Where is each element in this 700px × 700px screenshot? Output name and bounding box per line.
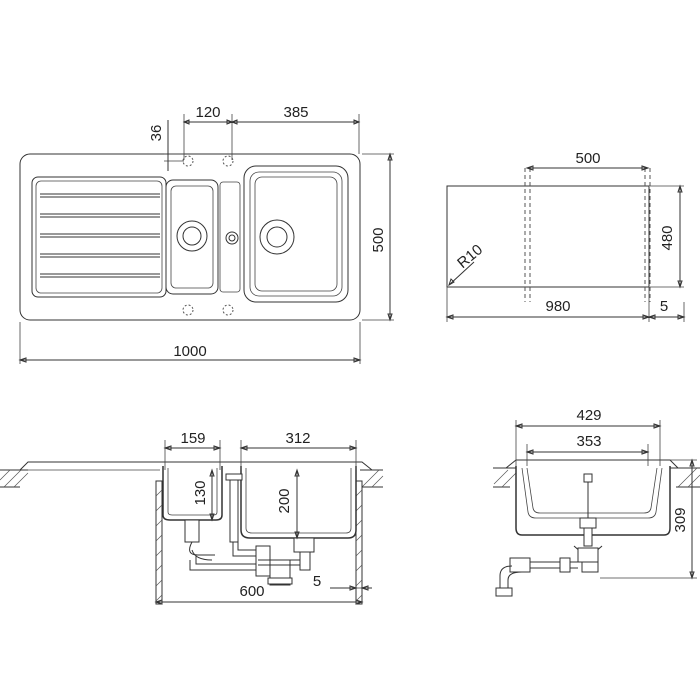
dimension-429-353: 429 353	[514, 407, 662, 466]
drainer-grooves	[40, 193, 160, 278]
dimension-cutout-980: 980	[545, 298, 570, 315]
overflow-strip	[219, 181, 241, 293]
dimension-600-label: 600	[239, 583, 264, 600]
dimension-385: 385	[283, 104, 308, 121]
cutout-outline	[446, 185, 650, 288]
dimension-1000-width: 1000	[18, 322, 362, 364]
sink-outline	[19, 153, 361, 321]
side-bowl-section	[515, 466, 671, 536]
small-bowl-waste	[184, 519, 215, 561]
countertop-left	[0, 469, 29, 488]
small-bowl	[165, 179, 219, 295]
cutout-view: 500 480 R10 980 5	[445, 150, 686, 322]
dimension-cutout-480: 480	[659, 225, 676, 250]
top-view: 120 385 36 500 1000	[18, 104, 394, 364]
front-section-view: 159 312 130 200 5 600	[0, 430, 384, 605]
dimension-cutout-5: 5	[660, 298, 668, 315]
dimension-130: 130	[192, 468, 215, 522]
side-waste-outlet	[495, 557, 578, 597]
dimension-312: 312	[285, 430, 310, 447]
cutout-radius-label: R10	[454, 241, 486, 272]
dimension-130-label: 130	[192, 480, 209, 505]
large-bowl-drain	[259, 219, 295, 255]
dimension-120: 120	[195, 104, 220, 121]
dimension-5-front: 5	[313, 573, 372, 591]
dimension-36: 36	[148, 120, 184, 171]
overflow-pipe	[229, 477, 239, 543]
dimension-200: 200	[276, 468, 300, 540]
waste-pipes	[189, 537, 315, 586]
cabinet-walls	[155, 480, 363, 605]
dimension-500-height: 500	[362, 152, 394, 322]
side-countertop	[493, 467, 700, 488]
small-bowl-drain	[176, 220, 208, 252]
dimension-309-label: 309	[672, 507, 689, 532]
dimension-200-label: 200	[276, 488, 293, 513]
dimension-600: 600	[154, 583, 364, 605]
dimension-36-label: 36	[148, 125, 165, 142]
dimension-120-385: 120 385	[182, 104, 361, 160]
dimension-159-312: 159 312	[163, 430, 358, 470]
dimension-353: 353	[576, 433, 601, 450]
dimension-159: 159	[180, 430, 205, 447]
large-bowl-section	[240, 466, 357, 539]
dimension-5-label: 5	[313, 573, 321, 590]
countertop-right	[360, 469, 384, 488]
side-drain-assembly	[573, 473, 603, 573]
large-bowl	[243, 165, 349, 303]
side-section-view: 429 353 309	[493, 407, 700, 597]
tap-hole-markers	[182, 155, 234, 316]
overflow-hole	[225, 231, 239, 245]
dimension-1000-label: 1000	[173, 343, 206, 360]
dimension-500-label: 500	[370, 227, 387, 252]
dimension-309: 309	[600, 458, 697, 580]
dimension-429: 429	[576, 407, 601, 424]
dimension-cutout-500: 500	[575, 150, 600, 167]
